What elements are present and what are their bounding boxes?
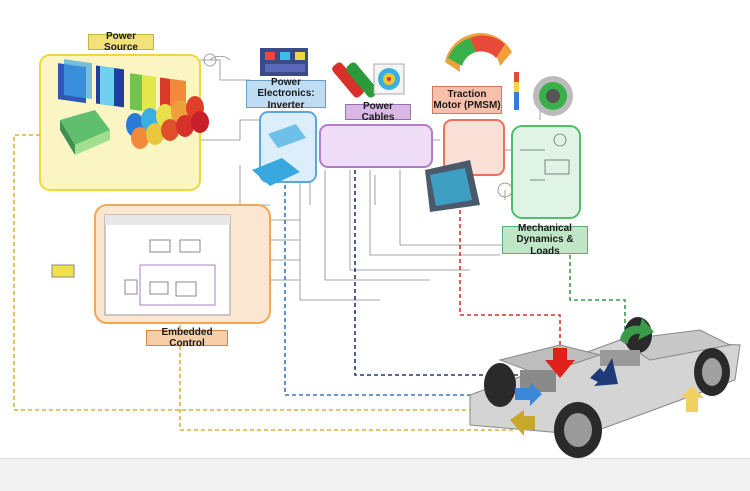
red-arrow — [545, 348, 575, 378]
link-navy-cables — [354, 170, 600, 376]
link-lines — [13, 134, 626, 431]
motor-rotor-icon — [533, 76, 573, 116]
mechanical-label: Mechanical Dynamics & Loads — [502, 223, 588, 257]
inverter-module-icon — [260, 48, 308, 76]
vehicle-chassis-icon — [469, 317, 741, 458]
inverter-label: Power Electronics: Inverter — [246, 77, 326, 111]
arrow-icon — [510, 318, 704, 436]
power-source-label: Power Source — [88, 31, 154, 53]
navy-arrow — [590, 358, 618, 386]
mechanical-region — [511, 125, 581, 219]
yellow-arrow-right — [680, 386, 704, 412]
bottom-bar — [0, 458, 750, 491]
battery-pack-icon — [60, 96, 209, 155]
motor-stator-icon — [445, 33, 519, 110]
link-green-mech — [569, 255, 626, 330]
yellow-arrow-left — [510, 410, 535, 436]
embedded-control-label: Embedded Control — [146, 327, 228, 349]
power-cables-label: Power Cables — [345, 101, 411, 123]
traction-motor-region — [443, 119, 505, 176]
blue-arrow — [515, 382, 542, 406]
link-red-motor — [459, 210, 561, 350]
link-blue-inverter — [284, 185, 520, 396]
cable-icon — [332, 62, 405, 98]
green-arrow — [620, 318, 654, 344]
link-yellow-power — [13, 134, 475, 411]
power-cables-region — [319, 124, 433, 168]
traction-motor-label: Traction Motor (PMSM) — [432, 86, 502, 114]
link-yellow-control — [179, 325, 515, 431]
